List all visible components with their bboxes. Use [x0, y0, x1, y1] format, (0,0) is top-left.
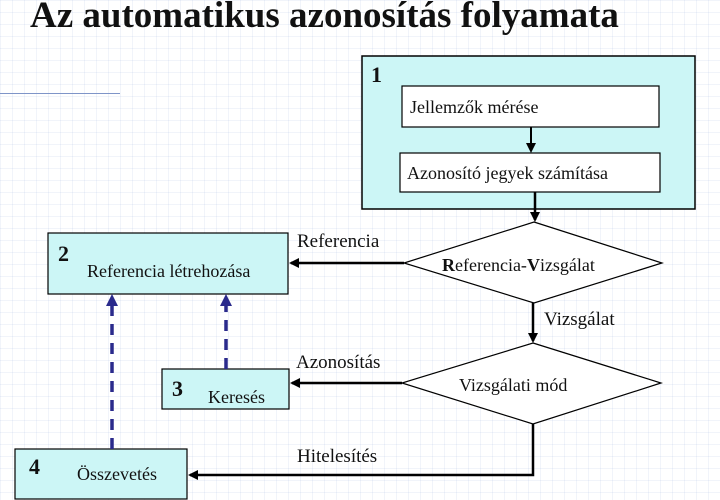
- compute-box: Azonosító jegyek számítása: [399, 152, 661, 193]
- decision-reference: Referencia-Vizsgálat: [401, 221, 664, 304]
- decision-reference-label: Referencia-Vizsgálat: [442, 255, 595, 275]
- block-1-number: 1: [371, 62, 382, 87]
- measure-label: Jellemzők mérése: [410, 97, 538, 117]
- block-4-label: Összevetés: [77, 464, 157, 484]
- block-4-number: 4: [29, 454, 40, 479]
- block-2-number: 2: [58, 241, 69, 266]
- edge-label-referencia: Referencia: [297, 231, 380, 252]
- block-2-label: Referencia létrehozása: [87, 261, 250, 281]
- decision-mode-label: Vizsgálati mód: [459, 375, 567, 395]
- block-3-number: 3: [172, 376, 183, 401]
- edge-label-vizsgalat: Vizsgálat: [544, 309, 615, 330]
- title-underline: [0, 93, 120, 94]
- block-2: 2 Referencia létrehozása: [47, 232, 289, 295]
- page-title: Az automatikus azonosítás folyamata: [30, 0, 619, 36]
- edge-label-azonositas: Azonosítás: [296, 352, 380, 373]
- compute-label: Azonosító jegyek számítása: [407, 163, 608, 183]
- block-3-label: Keresés: [208, 387, 265, 407]
- block-4: 4 Összevetés: [14, 448, 188, 500]
- arrow-mode-to-block4: [188, 424, 535, 480]
- measure-box: Jellemzők mérése: [401, 85, 660, 128]
- block-3: 3 Keresés: [161, 368, 290, 410]
- decision-mode: Vizsgálati mód: [399, 342, 663, 425]
- edge-label-hitelesites: Hitelesítés: [297, 446, 377, 467]
